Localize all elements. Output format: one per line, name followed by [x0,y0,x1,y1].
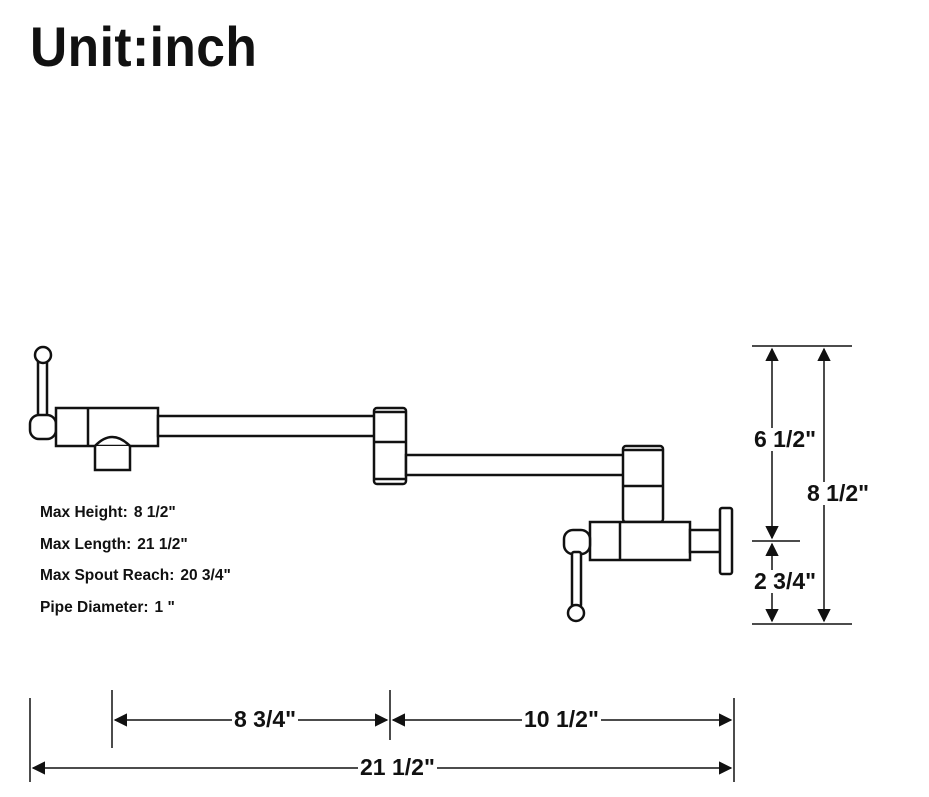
right-handle-knob [566,603,586,623]
right-handle-lever [570,550,583,609]
spec-value: 1 " [154,598,175,616]
dim-label-left: 8 3/4" [232,706,299,732]
right-handle-cap [562,528,592,556]
spec-value: 20 3/4" [180,567,231,584]
dim-label-right: 10 1/2" [522,706,601,732]
spec-value: 8 1/2" [133,504,176,521]
dim-label-upper: 6 1/2" [752,426,819,452]
left-handle-lever [36,358,49,420]
left-handle-cap [28,413,58,441]
spec-label: Max Height: [40,504,128,521]
wall-flange [718,506,734,576]
second-arm-pipe [404,453,628,477]
dim-label-total-length: 21 1/2" [358,754,437,780]
left-valve-body [54,406,160,448]
right-joint [621,444,665,524]
spec-label: Max Length: [40,535,132,553]
spec-max-length: Max Length: 21 1/2" [40,529,231,561]
spec-label: Max Spout Reach: [40,567,175,584]
dim-label-total-height: 8 1/2" [805,480,872,506]
left-spout-outlet [93,446,132,472]
spec-value: 21 1/2" [137,535,188,553]
spec-max-height: Max Height: 8 1/2" [40,497,231,529]
first-arm-pipe [156,414,382,438]
spec-label: Pipe Diameter: [40,598,149,616]
spec-list: Max Height: 8 1/2" Max Length: 21 1/2" Max… [40,497,231,623]
spec-pipe-diameter: Pipe Diameter: 1 " [40,592,231,624]
right-valve-body [588,520,692,562]
wall-connector-pipe [688,528,722,554]
spec-max-spout-reach: Max Spout Reach: 20 3/4" [40,560,231,592]
page-title: Unit:inch [30,15,258,78]
middle-joint [372,406,408,486]
dim-label-lower: 2 3/4" [752,568,819,594]
left-handle-knob [33,345,53,365]
